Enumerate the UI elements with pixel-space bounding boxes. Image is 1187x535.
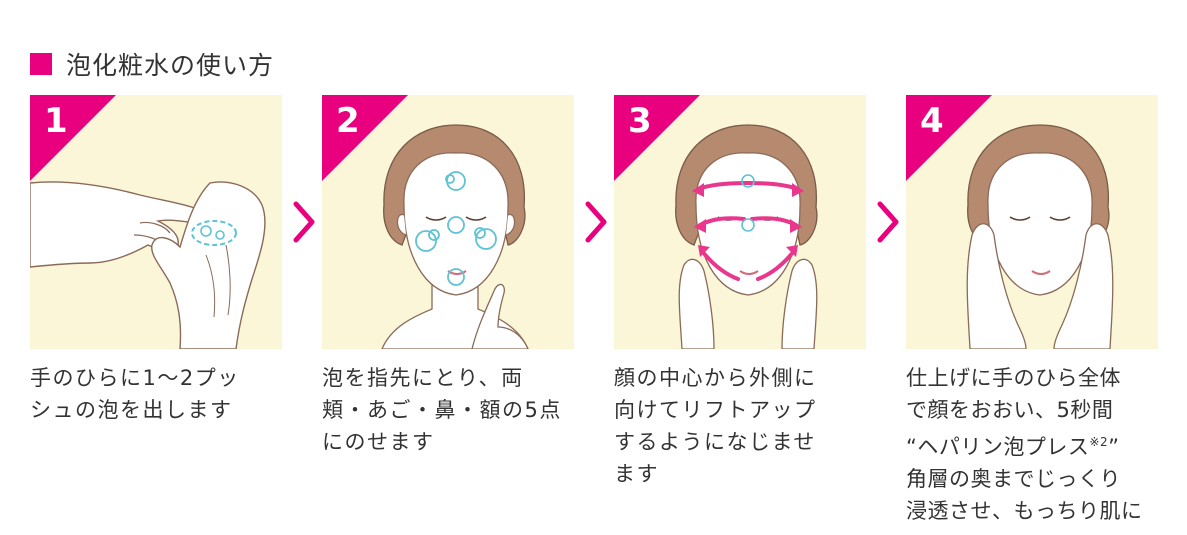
desc-line: するようになじませ bbox=[614, 430, 816, 454]
hands-foam-illustration bbox=[30, 181, 266, 349]
step-number: 3 bbox=[628, 101, 652, 141]
desc-line: 向けてリフトアップ bbox=[614, 398, 817, 422]
quote-close: ” bbox=[1108, 435, 1120, 459]
desc-line-text: “ヘパリン泡プレス bbox=[906, 435, 1090, 459]
chevron-right-icon bbox=[877, 201, 899, 243]
step-number: 1 bbox=[44, 101, 68, 141]
step-1-description: 手のひらに1～2プッ シュの泡を出します bbox=[30, 362, 282, 426]
step-badge-icon bbox=[614, 95, 700, 181]
desc-line: にのせます bbox=[322, 430, 435, 454]
chevron-right-icon bbox=[585, 201, 607, 243]
face-hands-press-illustration bbox=[966, 124, 1114, 349]
title-text: 泡化粧水の使い方 bbox=[66, 51, 275, 80]
chevron-right-icon bbox=[293, 201, 315, 243]
desc-line: 泡を指先にとり、両 bbox=[322, 366, 524, 390]
desc-line: 仕上げに手のひら全体 bbox=[906, 366, 1121, 390]
section-title: 泡化粧水の使い方 bbox=[30, 46, 274, 82]
step-badge-icon bbox=[322, 95, 408, 181]
step-3: 3 顔の中心から外側に 向けてリフトアップ するようになじませ ます bbox=[614, 95, 866, 490]
step-badge-icon bbox=[30, 95, 116, 181]
desc-line: シュの泡を出します bbox=[30, 398, 233, 422]
step-1-illustration: 1 bbox=[30, 95, 282, 349]
desc-line: 角層の奥までじっくり bbox=[906, 467, 1121, 491]
step-4: 4 仕上げに手のひら全体 で顔をおおい、5秒間 “ヘパリン泡プレス※2” 角層の… bbox=[906, 95, 1158, 527]
step-number: 2 bbox=[336, 101, 360, 141]
desc-line: 手のひらに1～2プッ bbox=[30, 366, 240, 390]
step-1: 1 手のひらに1～2プッ シュの泡を出します bbox=[30, 95, 282, 426]
step-2-description: 泡を指先にとり、両 頬・あご・鼻・額の5点 にのせます bbox=[322, 362, 574, 458]
desc-line: 頬・あご・鼻・額の5点 bbox=[322, 398, 562, 422]
desc-line: で顔をおおい、5秒間 bbox=[906, 398, 1114, 422]
title-marker-icon bbox=[30, 53, 52, 75]
step-4-illustration: 4 bbox=[906, 95, 1158, 349]
desc-line: 顔の中心から外側に bbox=[614, 366, 817, 390]
footnote-mark: ※2 bbox=[1089, 435, 1109, 449]
desc-line: 浸透させ、もっちり肌に bbox=[906, 499, 1143, 523]
face-lift-arrows-illustration bbox=[675, 124, 818, 349]
step-badge-icon bbox=[906, 95, 992, 181]
step-3-illustration: 3 bbox=[614, 95, 866, 349]
step-2: 2 泡を指先にとり、両 頬・あご・鼻・額の5点 にのせます bbox=[322, 95, 574, 458]
step-3-description: 顔の中心から外側に 向けてリフトアップ するようになじませ ます bbox=[614, 362, 866, 490]
desc-line: “ヘパリン泡プレス※2” bbox=[906, 426, 1158, 463]
step-number: 4 bbox=[920, 101, 944, 141]
desc-line: ます bbox=[614, 462, 659, 486]
step-2-illustration: 2 bbox=[322, 95, 574, 349]
face-foam-dots-illustration bbox=[381, 124, 529, 349]
step-4-description: 仕上げに手のひら全体 で顔をおおい、5秒間 “ヘパリン泡プレス※2” 角層の奥ま… bbox=[906, 362, 1158, 527]
